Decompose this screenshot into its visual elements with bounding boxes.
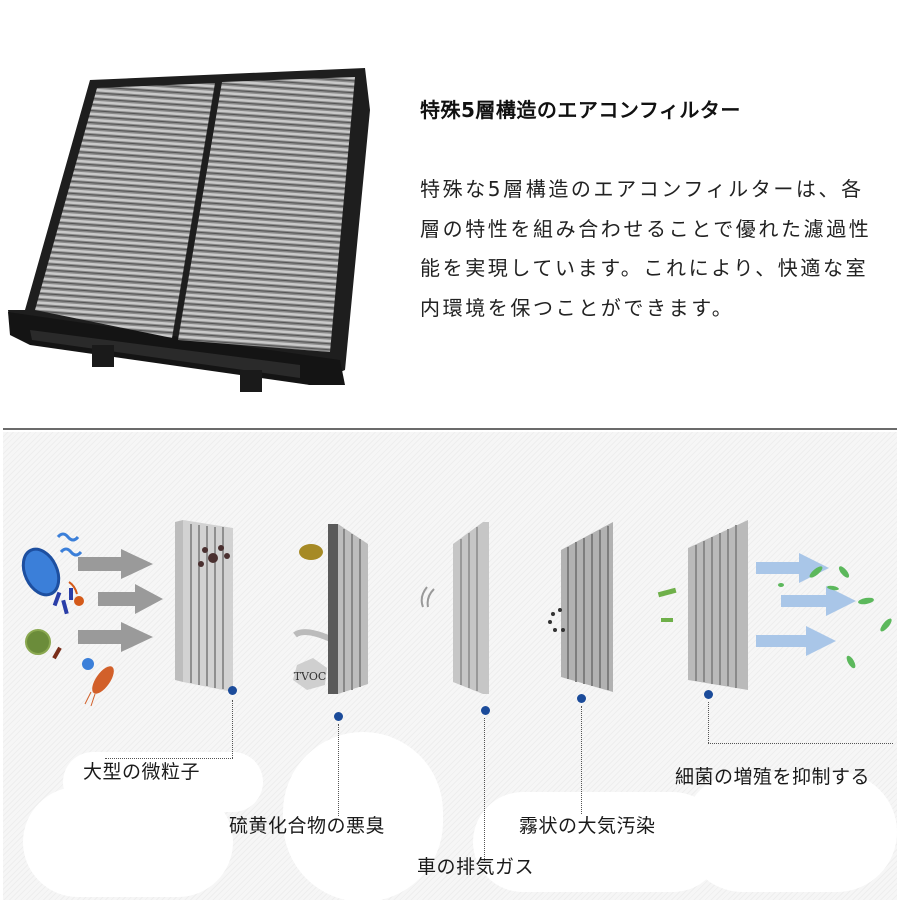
- connector-line: [708, 743, 893, 744]
- connector-line: [105, 758, 233, 759]
- tvoc-label: TVOC: [294, 670, 327, 683]
- filter-layers-diagram: TVOC: [3, 432, 897, 900]
- description-line: 内環境を保つことができます。: [420, 295, 735, 320]
- layer-1-marker: [228, 686, 237, 695]
- layer-2-label: 硫黄化合物の悪臭: [229, 815, 386, 837]
- clean-air-illustration: [756, 553, 892, 669]
- exhaust-smoke-icon: [420, 586, 435, 608]
- layer-1-label: 大型の微粒子: [83, 761, 201, 783]
- section-divider: [3, 428, 897, 430]
- layer-4-marker: [577, 694, 586, 703]
- description-line: 層の特性を組み合わせることで優れた濾過性: [420, 216, 872, 241]
- connector-line: [232, 700, 233, 758]
- germ-icon: [82, 658, 114, 707]
- leaf-icon: [778, 566, 892, 669]
- filter-layer-2: [328, 524, 368, 694]
- pollutants-illustration: [21, 532, 163, 707]
- odor-illustration: TVOC: [293, 544, 337, 690]
- connector-line: [338, 724, 339, 816]
- virus-icon: [21, 532, 83, 597]
- connector-line: [581, 706, 582, 814]
- incoming-arrow-icon: [78, 549, 163, 652]
- cabin-filter-image: [8, 68, 370, 392]
- layer-4-label: 霧状の大気汚染: [519, 815, 656, 837]
- filter-layer-4: [548, 522, 613, 692]
- connector-line: [484, 718, 485, 863]
- product-description: 特殊な5層構造のエアコンフィルターは、各 層の特性を組み合わせることで優れた濾過…: [420, 170, 890, 328]
- description-line: 特殊な5層構造のエアコンフィルターは、各: [420, 177, 864, 201]
- filter-layer-3: [453, 522, 489, 694]
- layer-2-marker: [334, 712, 343, 721]
- layer-3-label: 車の排気ガス: [417, 856, 535, 878]
- product-headline: 特殊5層構造のエアコンフィルター: [420, 98, 741, 122]
- green-virus-icon: [25, 629, 62, 660]
- bacteria-icon: [52, 581, 84, 615]
- product-section: 特殊5層構造のエアコンフィルター 特殊な5層構造のエアコンフィルターは、各 層の…: [0, 0, 900, 425]
- layer-5-label: 細菌の増殖を抑制する: [675, 766, 871, 788]
- filter-layer-5: [657, 520, 748, 690]
- connector-line: [708, 702, 709, 743]
- layer-5-marker: [704, 690, 713, 699]
- description-line: 能を実現しています。これにより、快適な室: [420, 256, 869, 280]
- filter-layer-1: [175, 520, 233, 692]
- layer-3-marker: [481, 706, 490, 715]
